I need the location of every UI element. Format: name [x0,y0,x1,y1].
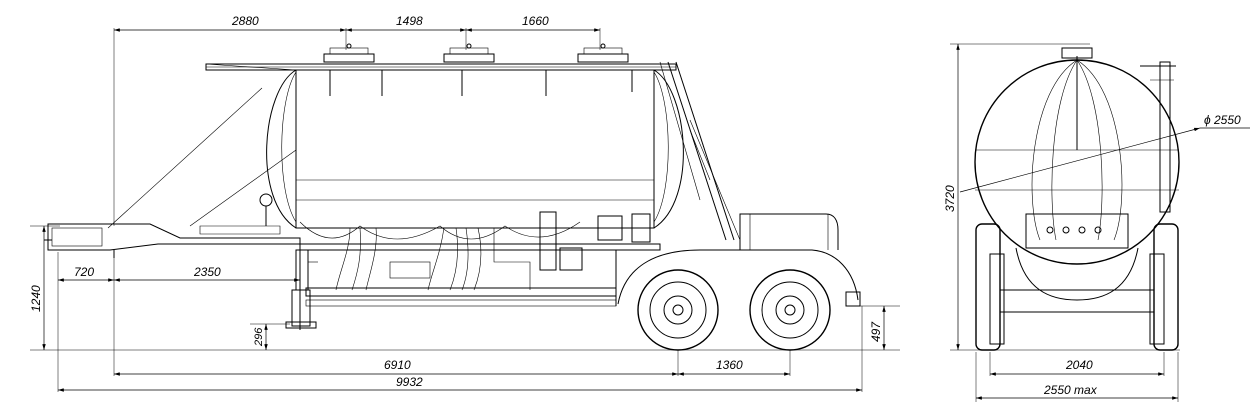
mudguard [617,213,861,307]
dim-9932: 9932 [396,375,423,389]
dim-2880: 2880 [231,14,259,28]
front-ladder [107,61,741,241]
rear-dimensions: 3720 ϕ 2550 2040 2550 max [943,43,1250,402]
dim-497: 497 [869,321,883,342]
rear-wheels [975,223,1179,351]
roof-walkway [205,63,677,96]
dim-2550-max: 2550 max [1043,383,1098,397]
rear-ladder [1140,61,1176,213]
dim-1360: 1360 [716,358,743,372]
dim-diameter-2550: ϕ 2550 [1204,113,1241,127]
tank-circle [974,47,1180,265]
dim-1240: 1240 [29,285,43,312]
dim-296: 296 [253,327,265,347]
rear-wheel-1 [637,269,719,351]
side-dimensions: 2880 1498 1660 720 2350 1240 296 497 691… [29,14,900,392]
dim-2350: 2350 [193,265,221,279]
hatch-1 [323,43,375,63]
manhole-hatches [323,43,629,63]
kingpin-front [44,193,301,258]
dim-6910: 6910 [384,358,411,372]
chassis-frame [299,243,661,330]
dim-1498: 1498 [396,14,423,28]
hatch-2 [443,43,495,63]
rear-frame [999,213,1155,313]
piping [335,211,651,291]
hatch-3 [577,43,629,63]
dim-3720: 3720 [943,185,957,212]
tank-body [266,69,684,240]
dim-720: 720 [74,265,94,279]
dim-2040: 2040 [1065,358,1093,372]
landing-gear [285,249,318,329]
dim-1660: 1660 [522,14,549,28]
side-view [44,43,861,351]
rear-view [974,47,1180,351]
rear-wheel-2 [749,269,831,351]
